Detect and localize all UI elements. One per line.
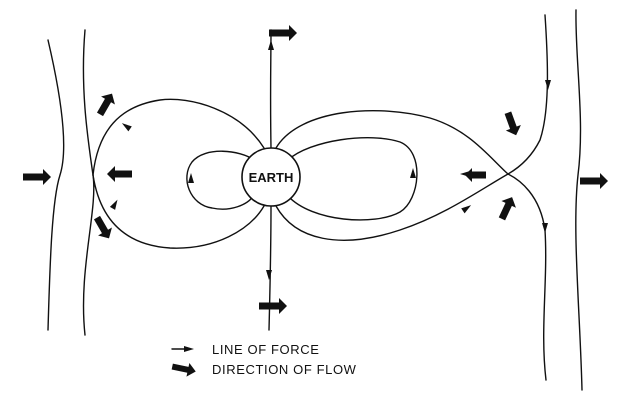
force-arrow-south (266, 270, 272, 280)
force-arrow-inner-left (188, 173, 194, 183)
force-arrow-right-bottom (542, 223, 548, 233)
flow-arrow-lower-left (93, 215, 112, 239)
flow-arrow-left-center (107, 166, 132, 182)
force-arrow-inner-right (410, 168, 416, 178)
force-arrow-tail-bottom (461, 202, 473, 214)
outer-left-loop-upper (92, 98, 265, 176)
legend-flow-symbol (171, 362, 196, 377)
left-open-line-2 (82, 29, 95, 336)
earth-label: EARTH (249, 170, 294, 185)
inner-left-loop (186, 150, 255, 210)
flow-arrow-top-center (269, 25, 297, 41)
flow-arrow-upper-right (504, 111, 521, 136)
left-open-line-1 (47, 39, 65, 331)
flow-arrow-upper-left (96, 93, 115, 117)
force-arrow-north (268, 40, 274, 50)
legend-force-label: LINE OF FORCE (212, 342, 319, 357)
outer-right-loop-upper (275, 110, 509, 175)
south-polar-field-line (268, 205, 272, 331)
outer-left-loop-lower (92, 174, 265, 249)
right-open-line-1 (507, 14, 549, 175)
flow-arrow-bottom-center (259, 298, 287, 314)
flow-arrow-lower-right (498, 197, 516, 221)
inner-right-loop (287, 137, 418, 221)
force-arrow-right-top (545, 80, 551, 90)
earth-circle (241, 147, 301, 207)
flow-arrow-right-outflow (580, 173, 608, 189)
legend-force-symbol (171, 346, 194, 352)
right-open-line-2 (507, 173, 547, 381)
legend-flow-label: DIRECTION OF FLOW (212, 362, 357, 377)
flow-arrow-tail-center (465, 168, 486, 182)
outer-right-loop-lower (275, 173, 509, 241)
flow-arrow-left-inflow (23, 169, 51, 185)
legend: LINE OF FORCE DIRECTION OF FLOW (171, 342, 357, 377)
force-arrow-outer-left-top (120, 120, 132, 132)
force-arrow-outer-left-bottom (109, 198, 121, 210)
right-open-line-3 (575, 9, 583, 391)
